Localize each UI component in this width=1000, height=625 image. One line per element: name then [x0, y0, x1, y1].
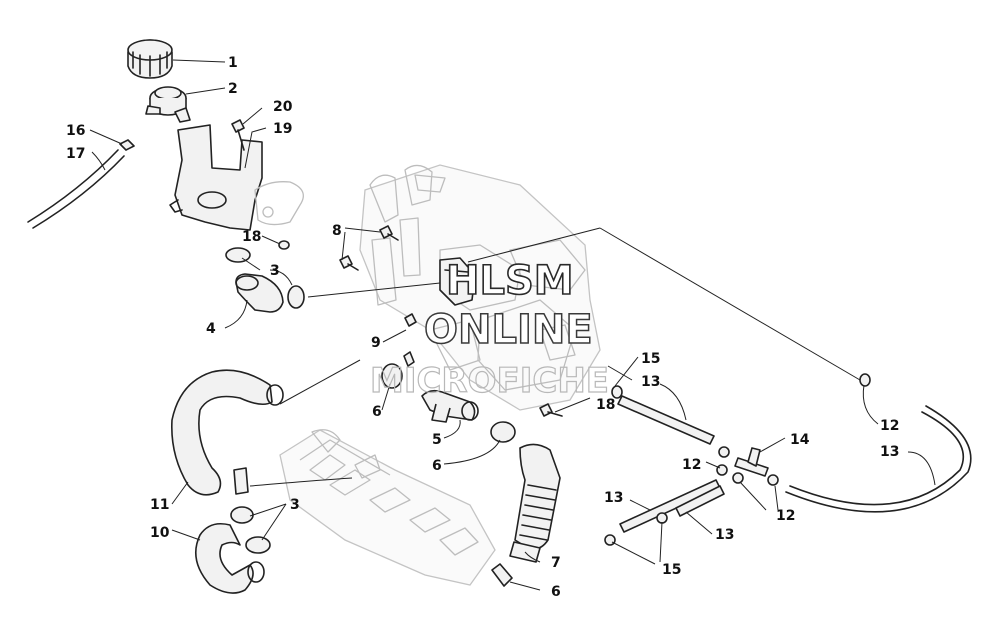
vent-line-right: [785, 373, 972, 513]
filler-cap: [127, 39, 173, 79]
corrugated-hose: [509, 443, 561, 563]
bolt: [231, 119, 245, 151]
callout-7: 7: [551, 555, 561, 571]
callout-15-upper: 15: [641, 351, 660, 367]
callout-1: 1: [228, 55, 238, 71]
callout-2: 2: [228, 81, 238, 97]
callout-13-lower-left: 13: [604, 490, 623, 506]
callout-12-mid: 12: [682, 457, 701, 473]
callout-8: 8: [332, 223, 342, 239]
vent-fitting: [119, 139, 135, 151]
lower-hose: [194, 522, 265, 594]
callout-19: 19: [273, 121, 292, 137]
callout-13-right: 13: [880, 444, 899, 460]
callout-6-left: 6: [372, 404, 382, 420]
radiator-block-outline: [279, 429, 496, 586]
callout-17: 17: [66, 146, 85, 162]
callout-11: 11: [150, 497, 169, 513]
vent-line-lower: [604, 479, 725, 546]
watermark-line-3: MICROFICHE: [370, 361, 609, 401]
callout-20: 20: [273, 99, 293, 115]
callout-6-bottom: 6: [551, 584, 561, 600]
hose-clamp-lower: [230, 467, 271, 554]
callout-6-mid: 6: [432, 458, 442, 474]
tee-fitting: [421, 389, 479, 423]
bolt-pair: [339, 225, 399, 271]
callout-12-lower: 12: [776, 508, 795, 524]
leader-lines: [89, 59, 936, 591]
callout-16: 16: [66, 123, 85, 139]
callout-13-lower-right: 13: [715, 527, 734, 543]
hose-clamp-6: [381, 351, 516, 587]
callout-4: 4: [206, 321, 216, 337]
callout-labels: 1 2 20 19 16 17 18 3 4 8 9 6 5 6 7 6 15 …: [66, 55, 899, 600]
filler-neck: [145, 86, 191, 123]
thermostat-housing: [404, 257, 476, 327]
tank-bracket: [169, 124, 263, 231]
callout-18-upper: 18: [242, 229, 261, 245]
bolt-lower: [539, 403, 563, 417]
callout-5: 5: [432, 432, 442, 448]
tee-connector: [716, 446, 779, 486]
vent-hose: [27, 149, 125, 229]
vent-line-upper: [611, 385, 715, 445]
callout-18-lower: 18: [596, 397, 615, 413]
callout-3-upper: 3: [270, 263, 280, 279]
callout-3-lower: 3: [290, 497, 300, 513]
watermark: HLSM ONLINE MICROFICHE: [369, 257, 609, 401]
callout-14: 14: [790, 432, 810, 448]
tank-ghost: [254, 181, 304, 226]
long-hose: [171, 369, 284, 496]
hose-clamp-upper: [225, 247, 305, 309]
callout-10: 10: [150, 525, 170, 541]
nut-upper: [278, 240, 290, 250]
callout-12-right: 12: [880, 418, 899, 434]
watermark-line-2: ONLINE: [424, 307, 593, 353]
elbow-hose: [235, 273, 284, 313]
callout-15-lower: 15: [662, 562, 681, 578]
callout-9: 9: [371, 335, 381, 351]
watermark-line-1: HLSM: [446, 258, 574, 304]
callout-13-upper: 13: [641, 374, 660, 390]
